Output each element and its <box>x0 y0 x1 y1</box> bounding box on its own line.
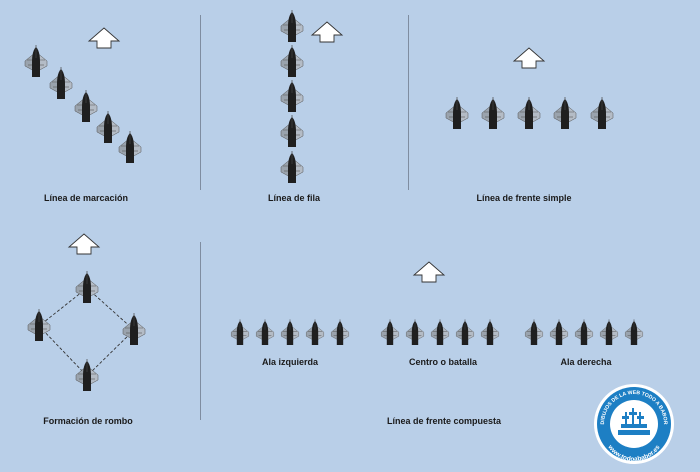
ship-centro <box>405 319 425 345</box>
ship-ala-izquierda <box>330 319 350 345</box>
ship-ala-derecha <box>574 319 594 345</box>
separator-3 <box>200 242 201 420</box>
ship-ala-derecha <box>549 319 569 345</box>
ship-ala-derecha <box>524 319 544 345</box>
ship-ala-izquierda <box>305 319 325 345</box>
arrow-fila <box>310 21 344 43</box>
label-centro-batalla: Centro o batalla <box>408 357 478 367</box>
arrow-rombo <box>67 233 101 255</box>
ship-centro <box>430 319 450 345</box>
ship-fila <box>280 45 304 77</box>
ship-frente-simple <box>481 97 505 129</box>
ship-fila <box>280 115 304 147</box>
ship-ala-derecha <box>624 319 644 345</box>
arrow-frente-simple <box>512 47 546 69</box>
ship-ala-izquierda <box>255 319 275 345</box>
ship-rombo <box>75 271 99 303</box>
ship-frente-simple <box>590 97 614 129</box>
label-linea-frente-compuesta: Línea de frente compuesta <box>386 416 502 426</box>
separator-2 <box>408 15 409 190</box>
ship-frente-simple <box>517 97 541 129</box>
ship-ala-derecha <box>599 319 619 345</box>
ship-fila <box>280 10 304 42</box>
ship-marcacion <box>74 90 98 122</box>
ship-rombo <box>122 313 146 345</box>
ship-fila <box>280 151 304 183</box>
ship-marcacion <box>96 111 120 143</box>
ship-frente-simple <box>445 97 469 129</box>
ship-centro <box>380 319 400 345</box>
separator-1 <box>200 15 201 190</box>
ship-marcacion <box>24 45 48 77</box>
ship-ala-izquierda <box>280 319 300 345</box>
arrow-marcacion <box>87 27 121 49</box>
ship-rombo <box>27 309 51 341</box>
label-ala-derecha: Ala derecha <box>560 357 612 367</box>
ship-centro <box>480 319 500 345</box>
ship-marcacion <box>118 131 142 163</box>
ship-centro <box>455 319 475 345</box>
label-linea-frente-simple: Línea de frente simple <box>476 193 572 203</box>
ship-marcacion <box>49 67 73 99</box>
label-linea-fila: Línea de fila <box>267 193 321 203</box>
todoababor-logo: DIBUJOS DE LA WEB TODO A BABOR www.todoa… <box>594 384 674 464</box>
label-formacion-rombo: Formación de rombo <box>43 416 133 426</box>
logo-ship-icon <box>618 408 650 435</box>
ship-ala-izquierda <box>230 319 250 345</box>
label-linea-marcacion: Línea de marcación <box>43 193 129 203</box>
ship-rombo <box>75 359 99 391</box>
rhombus-outline <box>38 287 135 377</box>
ship-fila <box>280 80 304 112</box>
ship-frente-simple <box>553 97 577 129</box>
arrow-frente-compuesta <box>412 261 446 283</box>
label-ala-izquierda: Ala izquierda <box>261 357 319 367</box>
